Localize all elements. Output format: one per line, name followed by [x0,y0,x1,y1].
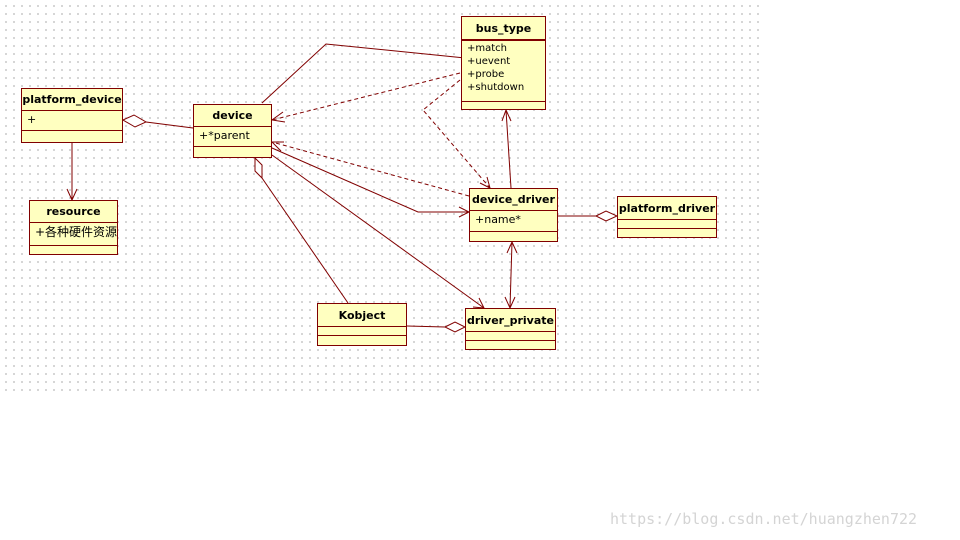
class-name: device_driver [470,189,557,211]
edge-device-bus-type [261,43,476,104]
operation: +probe [467,69,505,80]
class-attributes [318,327,406,336]
class-operations: +match +uevent +probe +shutdown [462,41,545,96]
edge-device-platform-device [145,121,194,129]
attribute: +*parent [199,129,250,142]
class-driver-private[interactable]: driver_private [465,308,556,350]
class-kobject[interactable]: Kobject [317,303,407,346]
edge-device-driver-bus-type [505,109,512,189]
class-attributes: +*parent [194,127,271,147]
operation: +uevent [467,56,511,67]
class-attributes: +各种硬件资源 [30,223,117,246]
edge-device-driver-device-dashed [271,141,470,197]
class-attributes: + [22,111,122,131]
class-name: driver_private [466,309,555,332]
class-platform-device[interactable]: platform_device + [21,88,123,143]
class-attributes: +name* [470,211,557,232]
edge-bus-type-device-dashed [271,72,461,121]
edge-device-device-driver [271,147,469,213]
attribute: +各种硬件资源 [35,225,118,239]
edge-kobject-device [261,177,349,304]
arrowhead-bus-type-device [270,111,286,123]
watermark-url: https://blog.csdn.net/huangzhen722 [610,510,918,528]
class-attributes [462,40,545,41]
aggregation-diamond-platform-device [121,114,148,128]
edge-bus-type-device-driver-dashed [422,79,491,189]
class-name: platform_device [22,89,122,111]
attribute: + [27,113,37,126]
operation: +shutdown [467,82,525,93]
class-name: bus_type [462,17,545,40]
aggregation-diamond-driver-private [443,321,467,333]
class-attributes [466,332,555,341]
class-device[interactable]: device +*parent [193,104,272,158]
class-device-driver[interactable]: device_driver +name* [469,188,558,242]
attribute: +name* [475,213,521,226]
aggregation-diamond-platform-driver [594,210,619,222]
class-name: Kobject [318,304,406,327]
edge-device-driver-private [271,154,485,309]
arrowhead-device-driver-device [270,141,284,152]
class-attributes [618,220,716,229]
edge-kobject-driver-private [406,325,446,328]
class-platform-driver[interactable]: platform_driver [617,196,717,238]
class-name: device [194,105,271,127]
aggregation-diamond-device [254,156,263,180]
edge-device-driver-driver-private [509,241,513,309]
class-name: resource [30,201,117,223]
class-resource[interactable]: resource +各种硬件资源 [29,200,118,255]
operation: +match [467,43,508,54]
class-name: platform_driver [618,197,716,220]
arrowhead-device-driver-bus-type [501,108,512,122]
arrowhead-up-device-driver [506,240,518,254]
class-bus-type[interactable]: bus_type +match +uevent +probe +shutdown [461,16,546,110]
class-empty-compartment [462,101,545,102]
